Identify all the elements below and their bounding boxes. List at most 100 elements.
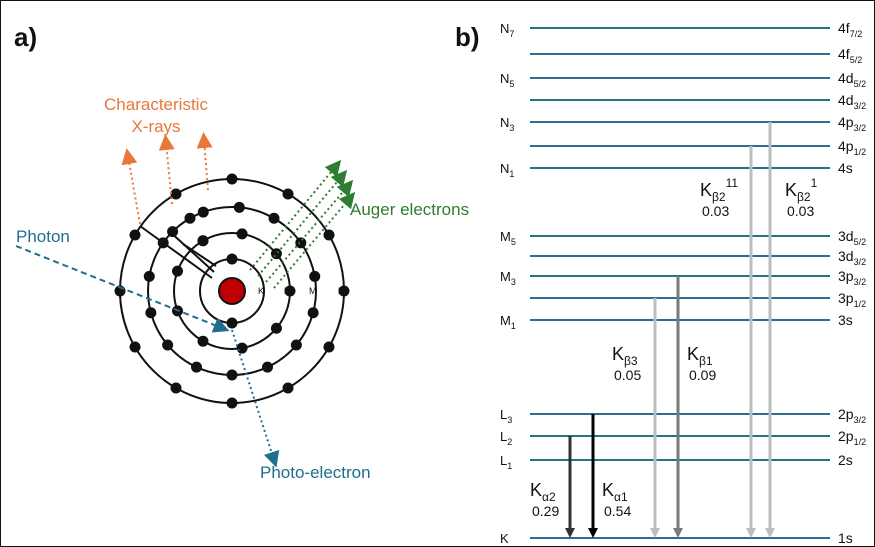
transition-arrowhead bbox=[673, 528, 683, 538]
electron bbox=[129, 229, 141, 241]
electron bbox=[197, 206, 209, 218]
electron bbox=[323, 341, 335, 353]
electron bbox=[143, 270, 155, 282]
auger-arrow bbox=[257, 169, 348, 277]
transition-value: 0.03 bbox=[787, 203, 814, 219]
transition-value: 0.29 bbox=[532, 503, 559, 519]
orbital-label: 3d3/2 bbox=[838, 248, 866, 267]
transitions: Kα20.29Kα10.54Kβ30.05Kβ10.09Kβ2110.03Kβ2… bbox=[530, 122, 818, 538]
xray-label-line2: X-rays bbox=[131, 117, 180, 136]
transition-label: Kα2 bbox=[530, 480, 556, 504]
electron bbox=[295, 237, 307, 249]
transition-label: Kα1 bbox=[602, 480, 628, 504]
xray-arrow bbox=[158, 134, 175, 205]
orbital-label: 4d3/2 bbox=[838, 92, 866, 111]
electron bbox=[145, 307, 157, 319]
electron bbox=[226, 317, 238, 329]
transition-line bbox=[182, 243, 217, 267]
electron bbox=[290, 339, 302, 351]
level-name: N3 bbox=[500, 115, 514, 133]
transition-line bbox=[167, 229, 215, 273]
photoelectron-label: Photo-electron bbox=[260, 463, 371, 482]
orbital-label: 2p3/2 bbox=[838, 406, 866, 425]
electron bbox=[323, 229, 335, 241]
electron bbox=[236, 342, 248, 354]
electrons bbox=[114, 173, 350, 409]
level-name: L3 bbox=[500, 407, 512, 425]
transition-value: 0.05 bbox=[614, 367, 641, 383]
electron bbox=[226, 173, 238, 185]
panel-a-label: a) bbox=[14, 22, 37, 52]
transition-arrowhead bbox=[746, 528, 756, 538]
electron bbox=[170, 188, 182, 200]
panel-a: a) K L M N Characteristic X- bbox=[14, 22, 469, 482]
transition-arrowhead bbox=[650, 528, 660, 538]
auger-arrow bbox=[249, 159, 342, 271]
electron bbox=[307, 307, 319, 319]
auger-arrow bbox=[265, 179, 354, 283]
electron bbox=[226, 397, 238, 409]
orbital-label: 4f7/2 bbox=[838, 20, 862, 39]
nucleus bbox=[218, 277, 246, 305]
electron bbox=[233, 201, 245, 213]
electron bbox=[197, 335, 209, 347]
level-name: M1 bbox=[500, 313, 516, 331]
xray-arrow bbox=[121, 148, 141, 225]
electron bbox=[191, 361, 203, 373]
electron bbox=[197, 235, 209, 247]
orbital-label: 3s bbox=[838, 312, 853, 328]
orbital-label: 3p3/2 bbox=[838, 268, 866, 287]
level-name: N1 bbox=[500, 161, 514, 179]
transition-arrowhead bbox=[765, 528, 775, 538]
level-name: N5 bbox=[500, 71, 514, 89]
electron bbox=[270, 248, 282, 260]
orbital-label: 4s bbox=[838, 160, 853, 176]
orbital-label: 1s bbox=[838, 530, 853, 546]
orbital-label: 2s bbox=[838, 452, 853, 468]
transition-label: Kβ1 bbox=[687, 344, 713, 368]
shell-label-m: M bbox=[309, 286, 317, 296]
transition-value: 0.54 bbox=[604, 503, 631, 519]
electron bbox=[268, 212, 280, 224]
electron bbox=[129, 341, 141, 353]
electron bbox=[167, 226, 179, 238]
electron bbox=[282, 188, 294, 200]
xray-arrow bbox=[196, 132, 213, 191]
panel-b-label: b) bbox=[455, 22, 480, 52]
electron bbox=[162, 339, 174, 351]
level-name: L2 bbox=[500, 429, 512, 447]
orbital-label: 4p3/2 bbox=[838, 114, 866, 133]
level-name: K bbox=[500, 531, 509, 546]
transition-arrowhead bbox=[565, 528, 575, 538]
transition-value: 0.09 bbox=[689, 367, 716, 383]
orbital-label: 3d5/2 bbox=[838, 228, 866, 247]
electron bbox=[170, 382, 182, 394]
auger-label: Auger electrons bbox=[350, 200, 469, 219]
transition-label: Kβ211 bbox=[700, 176, 738, 204]
photon-arrow bbox=[15, 245, 230, 333]
shell-label-k: K bbox=[258, 286, 264, 296]
electron bbox=[226, 369, 238, 381]
level-name: L1 bbox=[500, 453, 512, 471]
electron bbox=[282, 382, 294, 394]
orbital-label: 2p1/2 bbox=[838, 428, 866, 447]
electron bbox=[309, 270, 321, 282]
level-name: M5 bbox=[500, 229, 516, 247]
orbital-label: 4d5/2 bbox=[838, 70, 866, 89]
photon-label: Photon bbox=[16, 227, 70, 246]
transition-arrowhead bbox=[588, 528, 598, 538]
xray-label-line1: Characteristic bbox=[104, 95, 208, 114]
transition-label: Kβ21 bbox=[785, 176, 818, 204]
electron bbox=[270, 322, 282, 334]
electron bbox=[338, 285, 350, 297]
transition-line bbox=[139, 225, 213, 279]
electron bbox=[236, 228, 248, 240]
electron bbox=[261, 361, 273, 373]
level-name: M3 bbox=[500, 269, 516, 287]
orbital-label: 4f5/2 bbox=[838, 46, 862, 65]
electron bbox=[171, 265, 183, 277]
transition-value: 0.03 bbox=[702, 203, 729, 219]
